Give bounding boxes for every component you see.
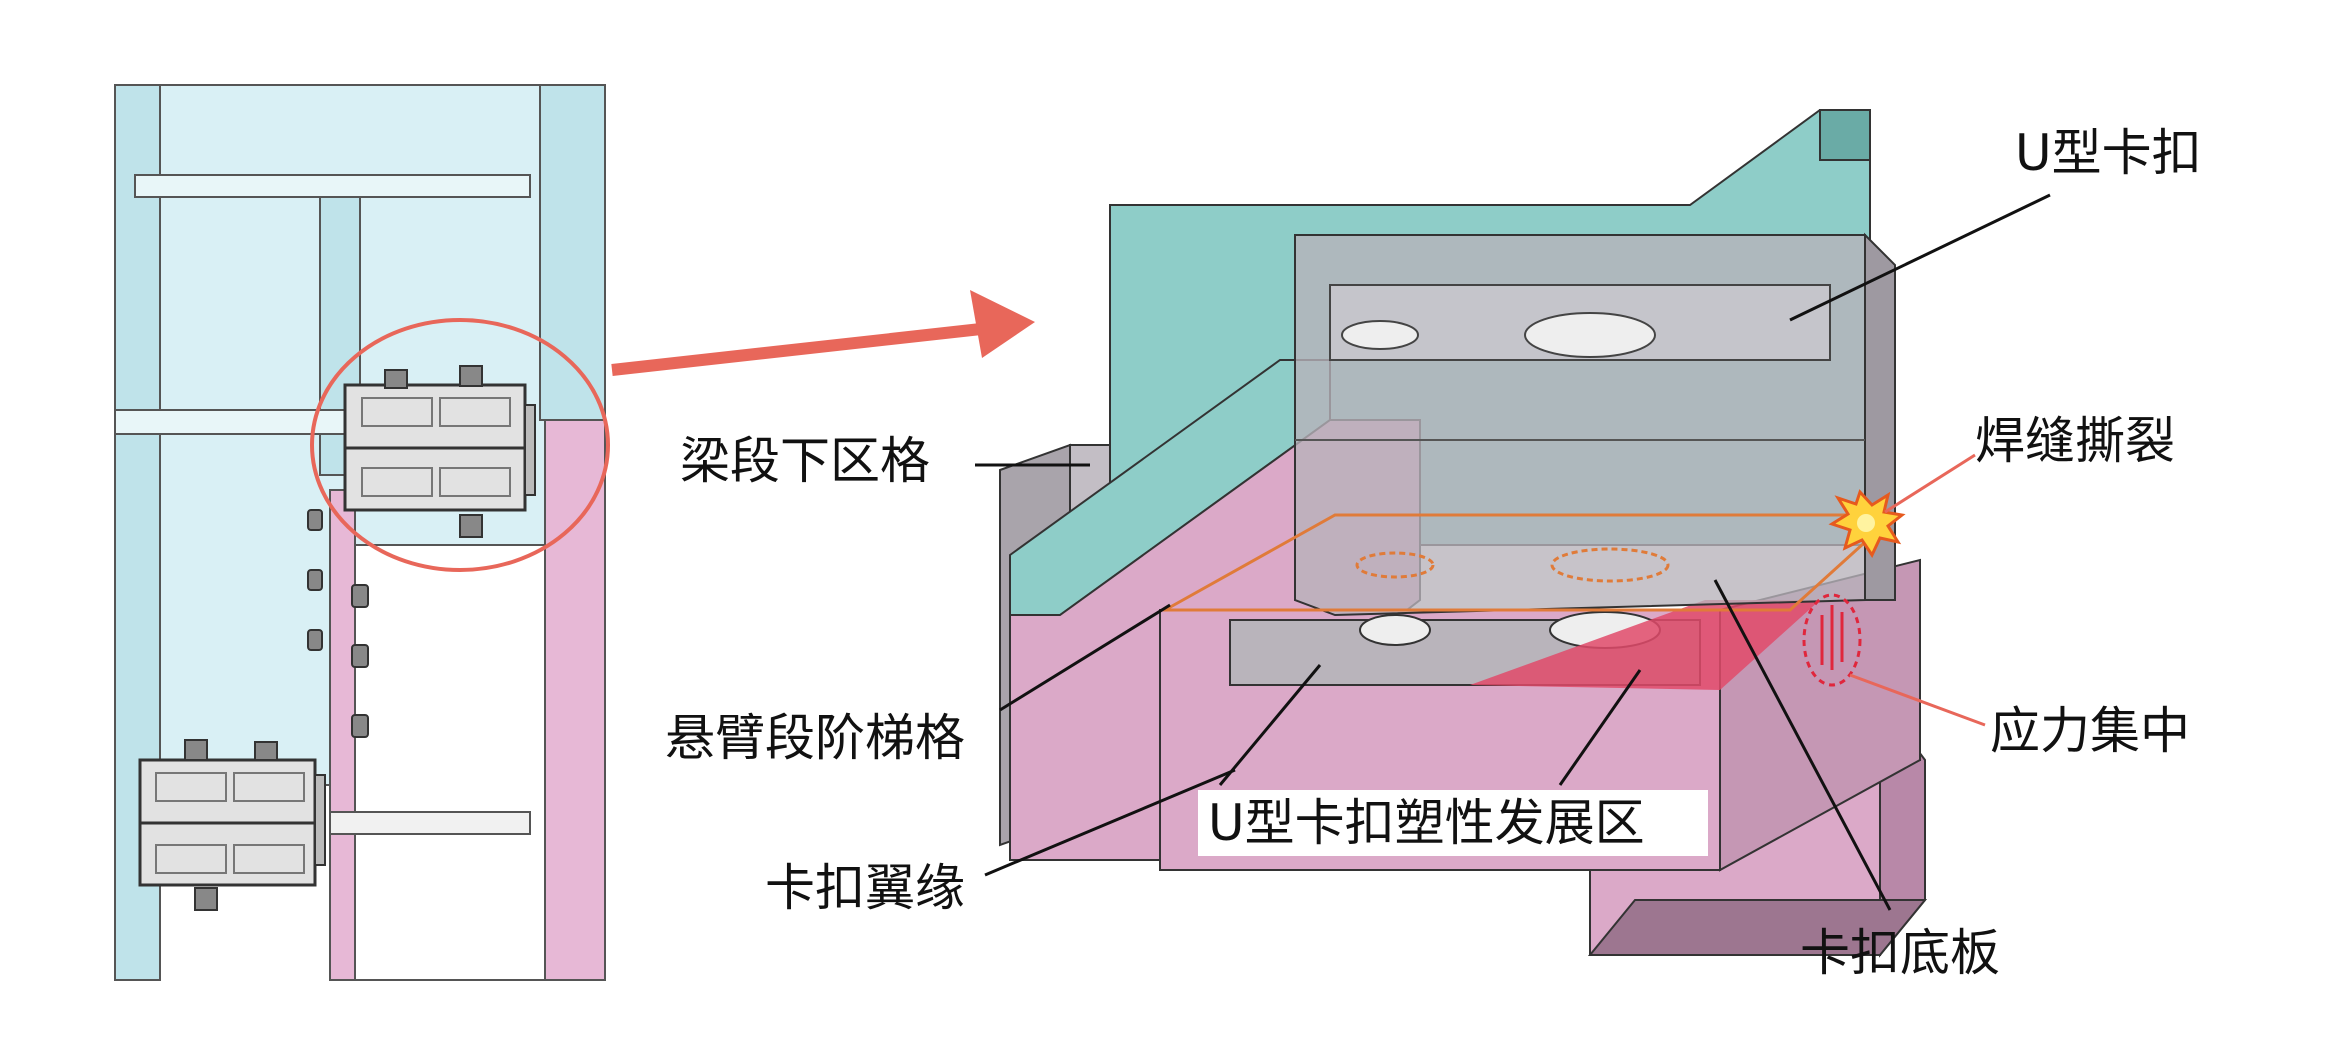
leader-cantilever — [999, 603, 1171, 712]
highlight-ellipse — [310, 318, 610, 572]
plastic-zone-label-bg — [1198, 790, 1708, 856]
lower-beam — [329, 811, 531, 835]
leader-weld-tear — [1884, 453, 1976, 514]
labels: U型卡扣 焊缝撕裂 梁段下区格 应力集中 悬臂段阶梯格 U型卡扣塑性发展区 卡扣… — [665, 124, 2202, 982]
label-u-clip: U型卡扣 — [2015, 124, 2202, 182]
leader-lines — [975, 193, 2051, 911]
plastic-zone — [1470, 600, 1820, 690]
leader-base-plate — [1713, 579, 1892, 911]
bolt-row — [307, 509, 369, 738]
label-stress-concentration: 应力集中 — [1990, 702, 2190, 760]
right-pink-column — [544, 419, 606, 981]
right-post — [539, 84, 606, 421]
label-beam-lower-cell: 梁段下区格 — [680, 432, 930, 490]
leader-flange — [984, 768, 1236, 877]
leader-plastic-2 — [1558, 669, 1642, 786]
lower-connector — [138, 739, 326, 911]
label-u-clip-plastic-zone: U型卡扣塑性发展区 — [1208, 794, 1645, 852]
label-clip-base-plate: 卡扣底板 — [1800, 924, 2000, 982]
callout-arrow — [611, 290, 1035, 376]
leader-plastic-1 — [1218, 664, 1322, 786]
stress-lines-icon — [1802, 593, 1862, 687]
u-clip-body — [1159, 232, 1899, 617]
upper-connector — [343, 365, 536, 538]
top-beam — [134, 174, 531, 198]
label-clip-flange: 卡扣翼缘 — [765, 859, 965, 917]
lower-white-cell — [354, 544, 546, 981]
mid-pink-column — [329, 489, 356, 981]
leader-stress — [1849, 673, 1986, 727]
label-weld-tear: 焊缝撕裂 — [1975, 412, 2175, 470]
leader-u-clip — [1789, 193, 2051, 322]
label-cantilever-ladder-cell: 悬臂段阶梯格 — [665, 709, 965, 767]
frame-overview — [114, 84, 610, 981]
